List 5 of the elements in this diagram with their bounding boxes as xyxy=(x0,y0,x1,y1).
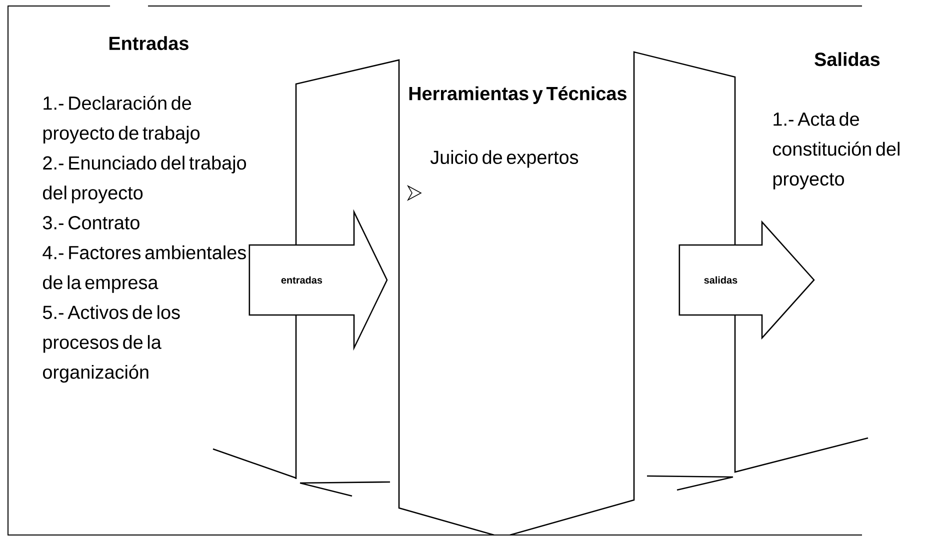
block-arrow xyxy=(248,209,388,351)
input-list: Entradas 1.- Declaración de proyecto de trabajo 2.- Enunciado del trabajo del proyecto 3.- Contrato 4.- Factores ambientales de la empresa 5.- Activos de los procesos de la organización xyxy=(42,36,246,383)
tools-list: Herramientas y Técnicas Juicio de expertos xyxy=(409,86,626,168)
block-arrow xyxy=(678,220,815,340)
output-list: Salidas 1.- Acta de constitución del proyecto xyxy=(773,52,900,190)
